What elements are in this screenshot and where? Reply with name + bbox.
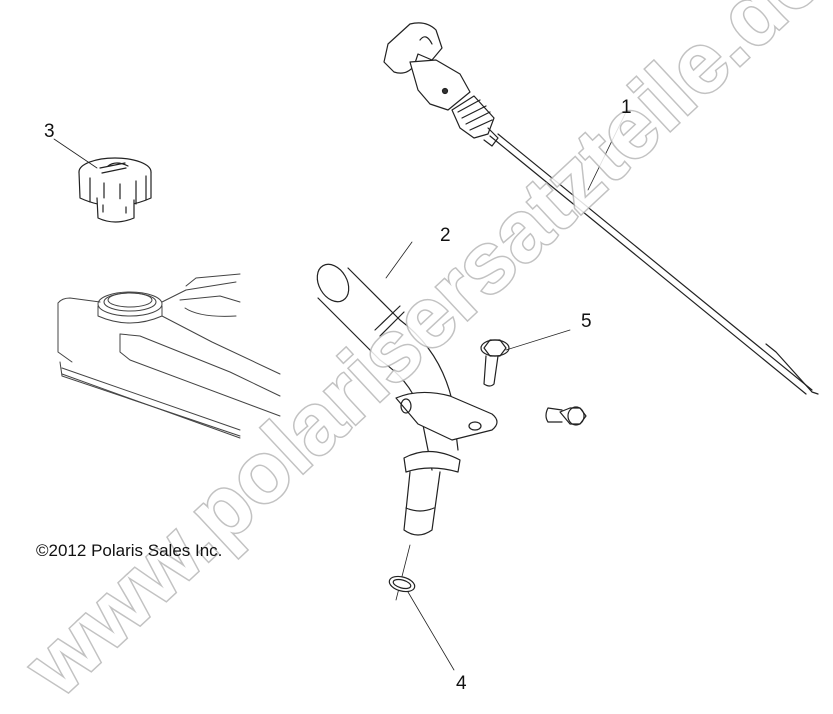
dipstick-illustration bbox=[383, 22, 819, 395]
callout-5: 5 bbox=[581, 311, 592, 332]
o-ring-illustration bbox=[388, 544, 416, 601]
leader-line-2 bbox=[385, 241, 413, 279]
leader-line-5 bbox=[505, 329, 571, 351]
oil-fill-cap-illustration bbox=[78, 157, 152, 223]
leader-line-3 bbox=[53, 138, 98, 169]
callout-2: 2 bbox=[440, 225, 451, 246]
callout-3: 3 bbox=[44, 121, 55, 142]
flange-bolt-2-illustration bbox=[545, 406, 587, 426]
leader-line-4 bbox=[407, 591, 455, 671]
oil-fill-tube-illustration bbox=[316, 263, 498, 536]
valve-cover-illustration bbox=[57, 273, 281, 439]
copyright-notice: ©2012 Polaris Sales Inc. bbox=[36, 541, 223, 560]
flange-bolt-illustration bbox=[480, 339, 510, 387]
callout-4: 4 bbox=[456, 673, 467, 694]
leader-line-1 bbox=[587, 109, 628, 191]
callout-1: 1 bbox=[621, 97, 632, 118]
